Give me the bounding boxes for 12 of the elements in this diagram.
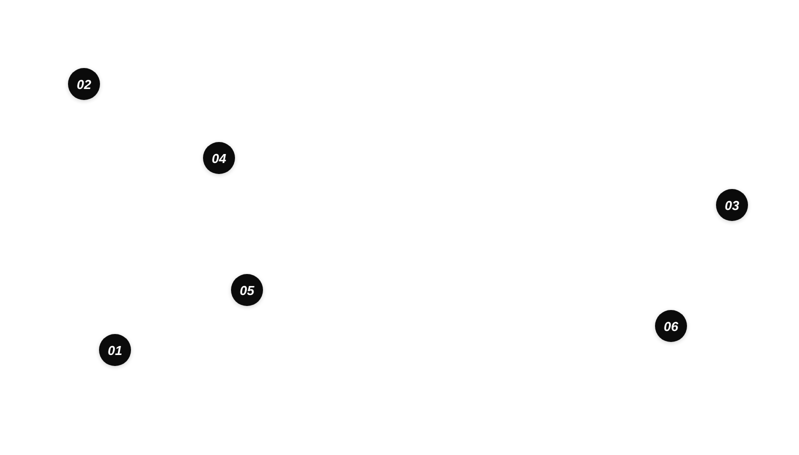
- callout-marker: [68, 68, 100, 100]
- callout-marker: [655, 310, 687, 342]
- callout-number: 05: [240, 284, 254, 296]
- callout-marker: [99, 334, 131, 366]
- callout-number: 01: [108, 344, 122, 356]
- callout-number: 03: [724, 198, 740, 212]
- callout-number: 06: [664, 320, 678, 332]
- callout-marker: [203, 142, 235, 174]
- callout-marker: [716, 189, 748, 221]
- callout-marker: [231, 274, 263, 306]
- callout-number: 02: [76, 78, 92, 90]
- callout-number: 04: [212, 152, 226, 164]
